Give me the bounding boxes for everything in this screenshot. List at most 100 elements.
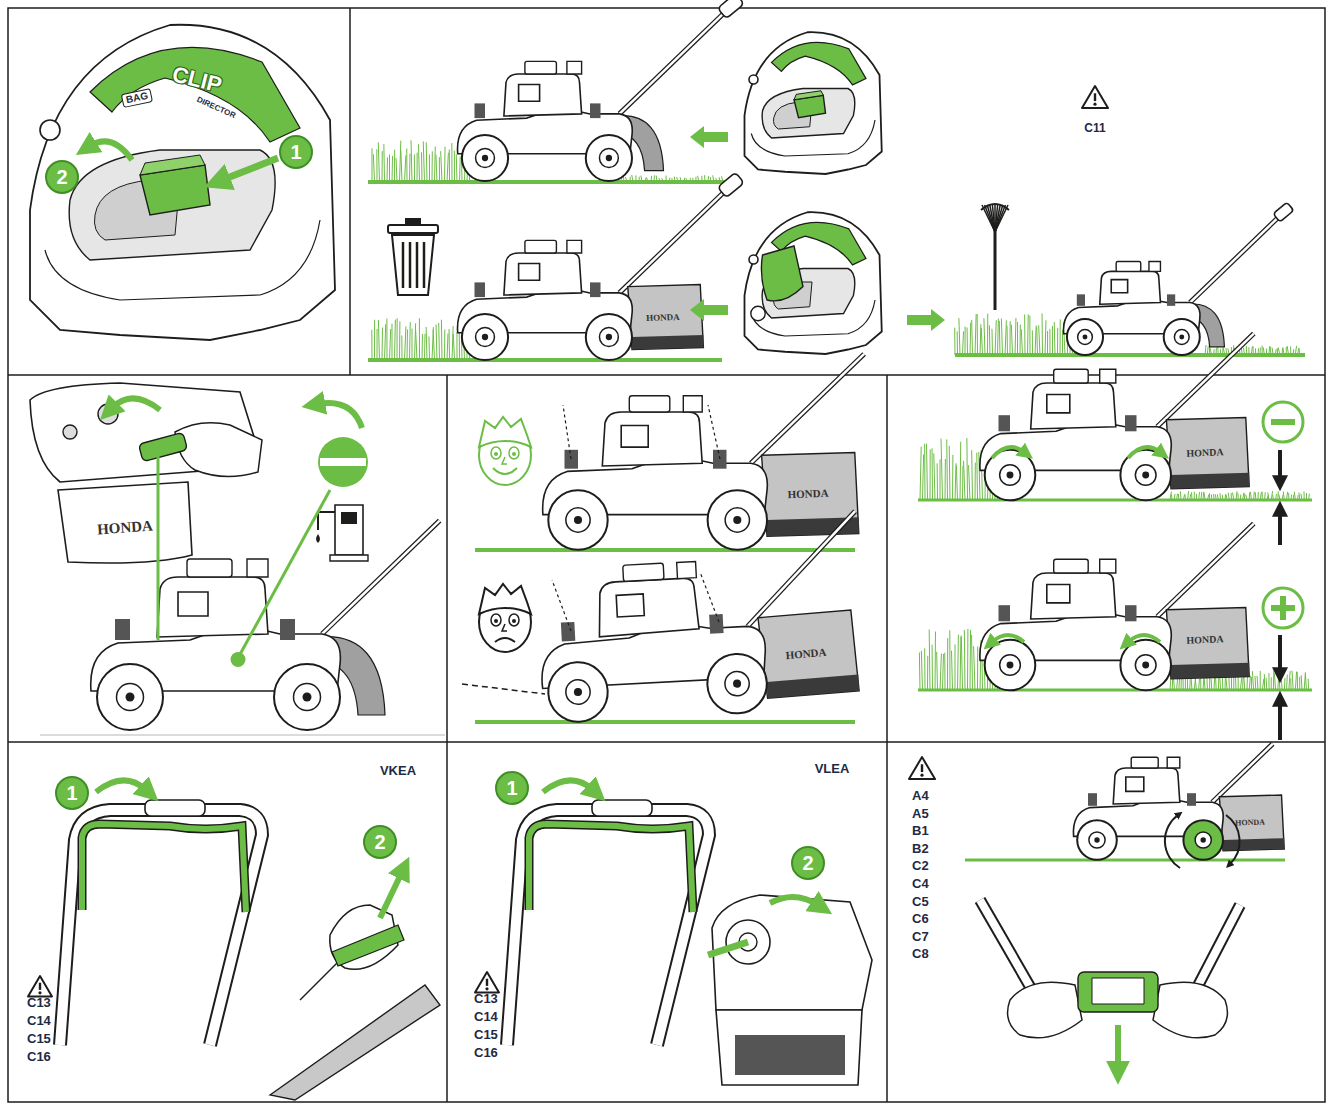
illustration-part — [1052, 326, 1053, 355]
illustration-part — [974, 646, 975, 690]
illustration-part — [491, 447, 501, 459]
mower-handle — [322, 521, 440, 634]
mower-handle — [1190, 214, 1282, 303]
illustration-part — [502, 624, 507, 631]
wheel — [462, 314, 508, 360]
illustration-part — [944, 653, 945, 690]
engine-window — [1047, 585, 1070, 603]
handlebar — [60, 810, 262, 1045]
arrow — [1278, 512, 1282, 545]
lawn-mower — [91, 521, 440, 730]
illustration-part — [388, 225, 438, 233]
illustration-part — [1005, 320, 1006, 355]
illustration-part — [989, 325, 991, 355]
arrow — [1278, 450, 1282, 480]
clip-director — [745, 212, 882, 354]
grass — [372, 318, 471, 360]
brand-label: HONDA — [1235, 818, 1265, 827]
callout-circle: 1 — [495, 771, 529, 805]
illustration-part — [512, 619, 516, 623]
wheel-axle — [1083, 335, 1088, 340]
wheel — [1120, 640, 1171, 691]
engine-window — [519, 264, 540, 281]
illustration-part — [400, 141, 401, 182]
wheel-hub — [565, 679, 591, 705]
illustration-part — [923, 454, 924, 500]
illustration-part — [399, 321, 400, 360]
grass-bag — [1166, 608, 1249, 679]
illustration-part — [385, 324, 386, 360]
wheel-axle — [1201, 837, 1206, 842]
lawn-mower — [980, 524, 1254, 691]
wheel — [97, 664, 163, 730]
selector-lever — [761, 246, 803, 301]
plus-bar — [1280, 596, 1286, 620]
engine-knob — [567, 240, 582, 253]
engine-cap — [1054, 369, 1089, 383]
wheel-hub — [294, 684, 321, 711]
warning-code: B2 — [912, 841, 929, 854]
wheel-axle — [733, 679, 742, 688]
illustration-part — [1060, 319, 1061, 355]
housing — [745, 32, 882, 174]
illustration-part — [987, 205, 995, 232]
illustration-part — [441, 320, 443, 360]
warning-code: C16 — [474, 1046, 498, 1059]
illustration-part — [377, 329, 378, 360]
illustration-part — [1290, 678, 1291, 690]
illustration-part — [1277, 674, 1279, 690]
height-lever — [1088, 793, 1097, 806]
wheel — [586, 314, 632, 360]
illustration-part — [1260, 671, 1261, 690]
illustration-part — [954, 328, 955, 355]
wheel-hub — [1078, 330, 1093, 345]
grass-bag-base — [767, 675, 860, 699]
illustration-part — [1001, 319, 1002, 355]
illustration-part — [942, 654, 944, 690]
illustration-part — [392, 156, 394, 182]
illustration-part — [396, 158, 398, 182]
illustration-part — [502, 457, 507, 464]
illustration-part — [316, 534, 320, 543]
mower-handle — [619, 8, 728, 113]
engine-cap — [629, 396, 670, 412]
illustration-part — [952, 455, 953, 500]
warning-code: C5 — [912, 894, 929, 907]
wheel-hub — [1135, 465, 1156, 486]
illustration-part — [1297, 672, 1298, 690]
wheel-axle — [482, 334, 488, 340]
selector-band — [90, 47, 300, 142]
illustration-part — [341, 512, 357, 524]
illustration-part — [1020, 325, 1021, 355]
illustration-part — [921, 651, 922, 690]
grass-bag-base — [1171, 473, 1249, 489]
callout-number: 2 — [374, 832, 385, 852]
adjust-symbol — [1263, 588, 1303, 628]
tilt-guide — [462, 684, 545, 694]
illustration-part — [1271, 677, 1272, 690]
illustration-part — [1308, 679, 1309, 690]
arrow — [222, 158, 278, 180]
illustration-part — [509, 447, 519, 459]
warning-symbol — [475, 972, 499, 992]
illustration-part — [1281, 677, 1282, 690]
warning-code: C11 — [1084, 122, 1105, 134]
illustration-part — [971, 320, 973, 355]
illustration-part — [406, 148, 407, 182]
illustration-part — [456, 332, 457, 360]
illustration-part — [1047, 331, 1048, 355]
illustration-part — [985, 205, 995, 232]
illustration-part — [1299, 677, 1300, 690]
rake — [981, 204, 1009, 310]
illustration-part — [999, 321, 1001, 355]
hand — [175, 423, 262, 477]
wheel-axle — [1094, 837, 1099, 842]
illustration-part — [971, 450, 973, 500]
arrow — [1165, 815, 1180, 868]
illustration-part — [951, 651, 953, 690]
engine-window — [1111, 280, 1127, 293]
warning-code: A4 — [912, 789, 929, 802]
engine-cap — [1116, 262, 1141, 272]
illustration-part — [924, 444, 925, 500]
illustration-part — [374, 320, 375, 360]
